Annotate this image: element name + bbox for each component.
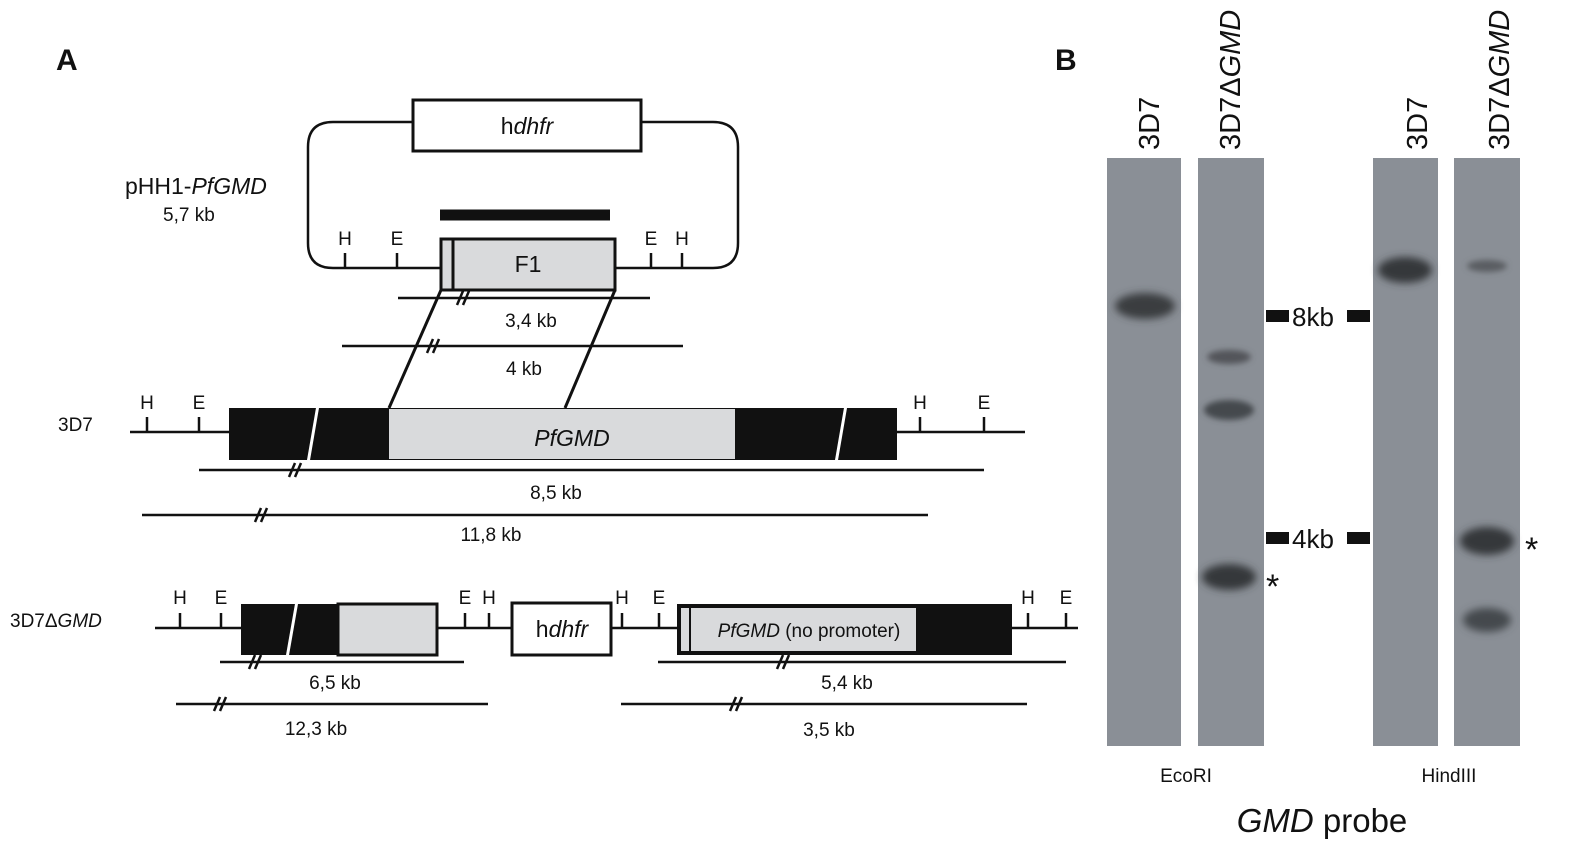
mutant-hdhfr-box (510, 601, 613, 657)
plasmid-hdhfr-label: hdhfr (501, 113, 555, 139)
lane-header-3: 3D7 (1402, 97, 1434, 150)
f1-label: F1 (515, 251, 542, 277)
blot-lane-headers: 3D7 3D7ΔGMD 3D7 3D7ΔGMD (1134, 10, 1516, 150)
svg-text:H: H (913, 393, 927, 414)
wildtype-ecori-size: 8,5 kb (530, 483, 582, 504)
probe-caption: GMD probe (1237, 802, 1408, 839)
svg-text:6,5 kb: 6,5 kb (309, 673, 361, 694)
band-lane1-main (1115, 293, 1175, 319)
svg-text:H: H (482, 588, 496, 609)
svg-text:E: E (215, 588, 228, 609)
asterisk-hindiii: * (1525, 531, 1538, 569)
enzyme-ecori-label: EcoRI (1160, 766, 1212, 787)
lane-header-4: 3D7ΔGMD (1484, 10, 1516, 150)
asterisk-ecori: * (1266, 568, 1279, 606)
wildtype-hindiii-size: 11,8 kb (461, 525, 522, 546)
marker-4kb: 4kb (1292, 524, 1334, 554)
plasmid-site-e1: E (391, 229, 404, 250)
svg-text:5,4 kb: 5,4 kb (821, 673, 873, 694)
wildtype-pfgmd-box (389, 409, 735, 459)
plasmid-site-h1: H (338, 229, 352, 250)
band-lane2-b (1204, 400, 1254, 420)
plasmid-site-e2: E (645, 229, 658, 250)
svg-text:E: E (459, 588, 472, 609)
lane-header-2: 3D7ΔGMD (1215, 10, 1247, 150)
mutant-hdhfr-label: hdhfr (536, 616, 590, 642)
crossover-line-right (563, 289, 617, 409)
svg-text:H: H (615, 588, 629, 609)
marker-8kb: 8kb (1292, 302, 1334, 332)
plasmid-site-ticks (343, 253, 684, 268)
svg-text:H: H (173, 588, 187, 609)
f1-fragment-box (439, 237, 617, 292)
membrane-lane-3 (1373, 158, 1438, 746)
band-lane4-a (1467, 260, 1507, 272)
plasmid-backbone-right (615, 120, 740, 270)
membrane-lane-2 (1198, 158, 1264, 746)
plasmid-site-h2: H (675, 229, 689, 250)
band-lane3-main (1378, 257, 1432, 283)
svg-text:E: E (978, 393, 991, 414)
svg-text:E: E (193, 393, 206, 414)
mutant-label: 3D7ΔGMD (10, 611, 102, 632)
product-long-size: 4 kb (506, 359, 542, 380)
svg-text:H: H (140, 393, 154, 414)
membrane-lane-4 (1454, 158, 1520, 746)
band-lane2-c (1202, 564, 1256, 590)
wildtype-gene-label: PfGMD (534, 425, 609, 451)
enzyme-hindiii-label: HindIII (1422, 766, 1477, 787)
blot-membranes (1107, 158, 1520, 746)
plasmid-construct: hdhfr F1 pHH1-PfGMD 5,7 kb H E E H (125, 98, 740, 292)
svg-text:12,3 kb: 12,3 kb (285, 719, 347, 740)
panel-label-a: A (56, 44, 78, 77)
band-lane4-b (1460, 527, 1514, 555)
blot-bands (1115, 257, 1514, 632)
svg-text:E: E (1060, 588, 1073, 609)
svg-text:3,5 kb: 3,5 kb (803, 720, 855, 741)
plasmid-backbone-left (306, 120, 441, 270)
mutant-gene-label: PfGMD (no promoter) (718, 621, 901, 642)
wildtype-locus: 3D7 PfGMD H E H E 8,5 kb 11,8 kb (58, 393, 1025, 546)
size-markers: 8kb 4kb (1266, 302, 1370, 554)
lane-header-1: 3D7 (1134, 97, 1166, 150)
wildtype-label: 3D7 (58, 415, 93, 436)
svg-text:H: H (1021, 588, 1035, 609)
crossover-line-left (387, 289, 443, 409)
band-lane2-a (1207, 350, 1251, 364)
membrane-lane-1 (1107, 158, 1181, 746)
mutant-locus: 3D7ΔGMD hdhfr PfGMD (no promoter) H E E … (10, 588, 1078, 741)
band-lane4-c (1463, 608, 1511, 632)
plasmid-size: 5,7 kb (163, 205, 215, 226)
plasmid-name: pHH1-PfGMD (125, 173, 267, 199)
panel-label-b: B (1055, 44, 1077, 77)
mutant-pfgmd-box (679, 606, 918, 653)
product-short-size: 3,4 kb (505, 311, 557, 332)
plasmid-hdhfr-box (411, 98, 643, 153)
svg-text:E: E (653, 588, 666, 609)
integration-products: 3,4 kb 4 kb (342, 289, 683, 409)
